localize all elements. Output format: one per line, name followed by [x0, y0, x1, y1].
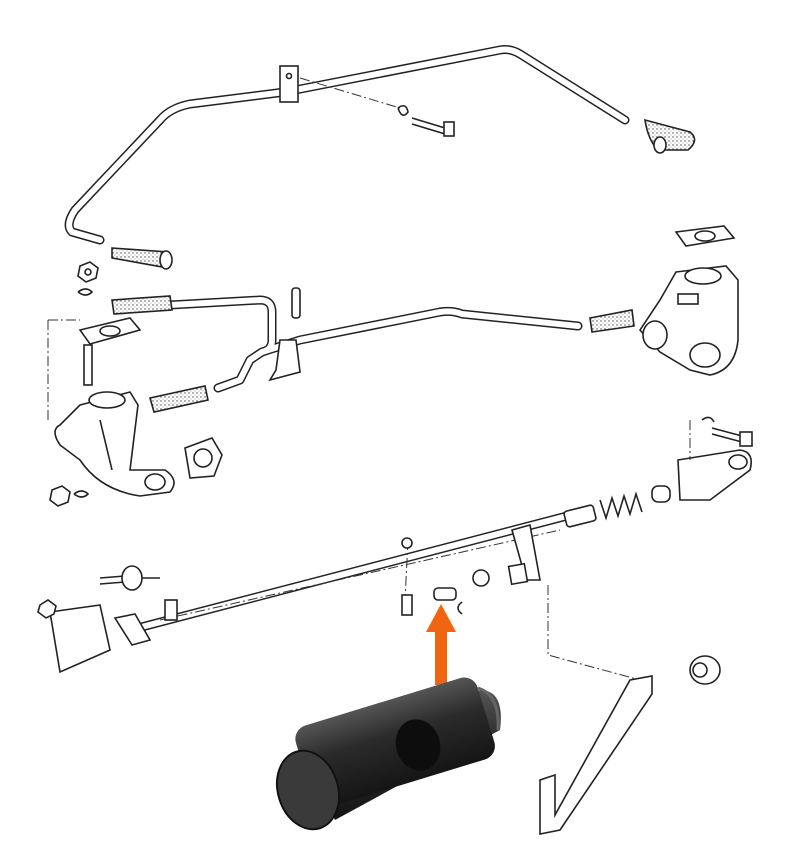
- tube-stub: [291, 287, 301, 319]
- upper-heater-tube: [64, 45, 630, 245]
- gasket-right: [674, 225, 736, 247]
- hose-top-left: [111, 247, 173, 270]
- bracket-lower-left: [37, 599, 111, 674]
- bolt-top: [397, 104, 455, 137]
- left-heat-exchanger: [54, 391, 175, 497]
- bolt-right: [701, 416, 753, 447]
- rod-end-coupler: [563, 504, 597, 528]
- nut-left: [77, 261, 99, 283]
- hose-middle-left-upper: [111, 295, 173, 315]
- bolt-lower-left: [99, 565, 160, 591]
- clutch-pin-small: [433, 587, 457, 601]
- nut-lower-left: [49, 485, 90, 507]
- pedal-lever: [539, 675, 653, 835]
- stud-left: [83, 344, 93, 386]
- right-heat-exchanger: [638, 265, 739, 376]
- tube-bracket-top: [279, 65, 299, 103]
- circlip: [457, 601, 463, 615]
- highlight-arrow: [426, 604, 456, 685]
- return-spring: [599, 491, 643, 521]
- bushing-right: [651, 485, 671, 503]
- lever-left: [113, 599, 178, 646]
- bushing-small: [472, 569, 490, 587]
- bracket-middle: [268, 339, 301, 382]
- rubber-grommet: [689, 655, 721, 685]
- clutch-pin-photo: [276, 677, 501, 831]
- gasket-right-of-exchanger: [184, 437, 223, 479]
- hose-middle-right: [589, 309, 635, 333]
- pivot-bracket-right: [677, 449, 753, 501]
- hose-top-right: [644, 118, 696, 154]
- rod-ball-joint: [401, 537, 413, 616]
- middle-heater-tube: [165, 295, 583, 393]
- gasket-left: [78, 317, 142, 345]
- clip-left: [77, 288, 94, 296]
- rod-bracket-middle: [507, 523, 541, 586]
- hose-middle-left-lower: [148, 385, 209, 413]
